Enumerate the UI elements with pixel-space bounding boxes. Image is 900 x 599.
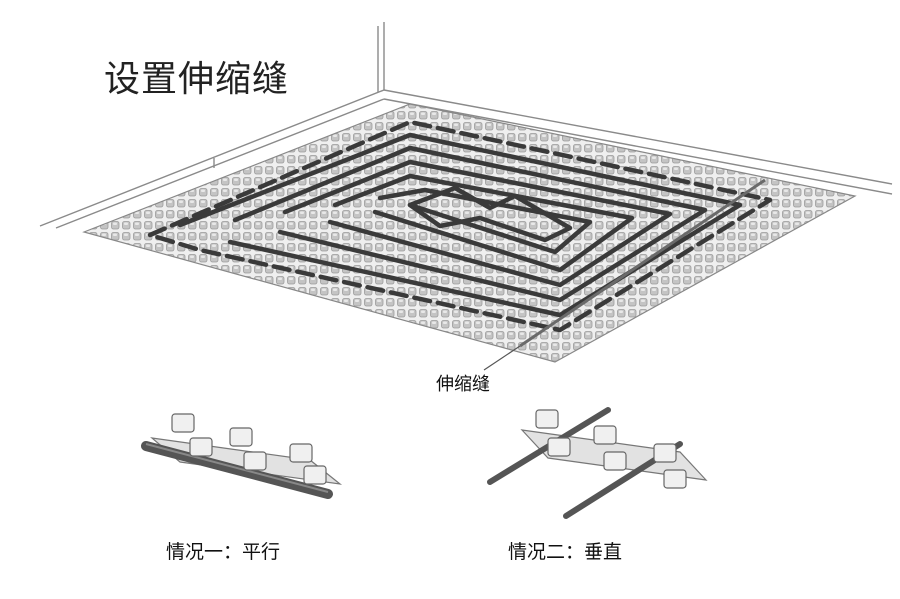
floor-edge-right-inner — [383, 98, 893, 195]
pipe-parallel — [141, 441, 333, 499]
pipe-parallel-highlight — [145, 443, 329, 493]
room-walls — [39, 22, 893, 229]
support-block — [189, 437, 213, 457]
floor-heating-panel — [82, 103, 857, 363]
heating-pipe — [147, 119, 773, 333]
support-block — [663, 469, 687, 489]
floor-edge-left — [39, 89, 385, 227]
support-block — [289, 443, 313, 463]
case-parallel-caption: 情况一：平行 — [166, 541, 281, 563]
floor-edge-left-inner — [55, 98, 385, 229]
page-title: 设置伸缩缝 — [104, 59, 290, 100]
support-block — [653, 443, 677, 463]
expansion-joint-label: 伸缩缝 — [436, 374, 490, 395]
callout-leader — [483, 345, 521, 371]
case-perpendicular-figure — [487, 407, 708, 519]
support-block — [243, 451, 267, 471]
support-blocks — [535, 409, 687, 489]
support-block — [593, 425, 617, 445]
support-block — [171, 413, 195, 433]
case-perpendicular-caption: 情况二：垂直 — [508, 541, 623, 563]
support-blocks — [171, 413, 327, 485]
case-parallel-figure — [141, 413, 343, 499]
support-block — [303, 465, 327, 485]
support-block — [229, 427, 253, 447]
support-block — [603, 451, 627, 471]
support-block — [547, 437, 571, 457]
floor-edge-right — [383, 89, 893, 185]
expansion-joint — [519, 178, 766, 348]
support-block — [535, 409, 559, 429]
